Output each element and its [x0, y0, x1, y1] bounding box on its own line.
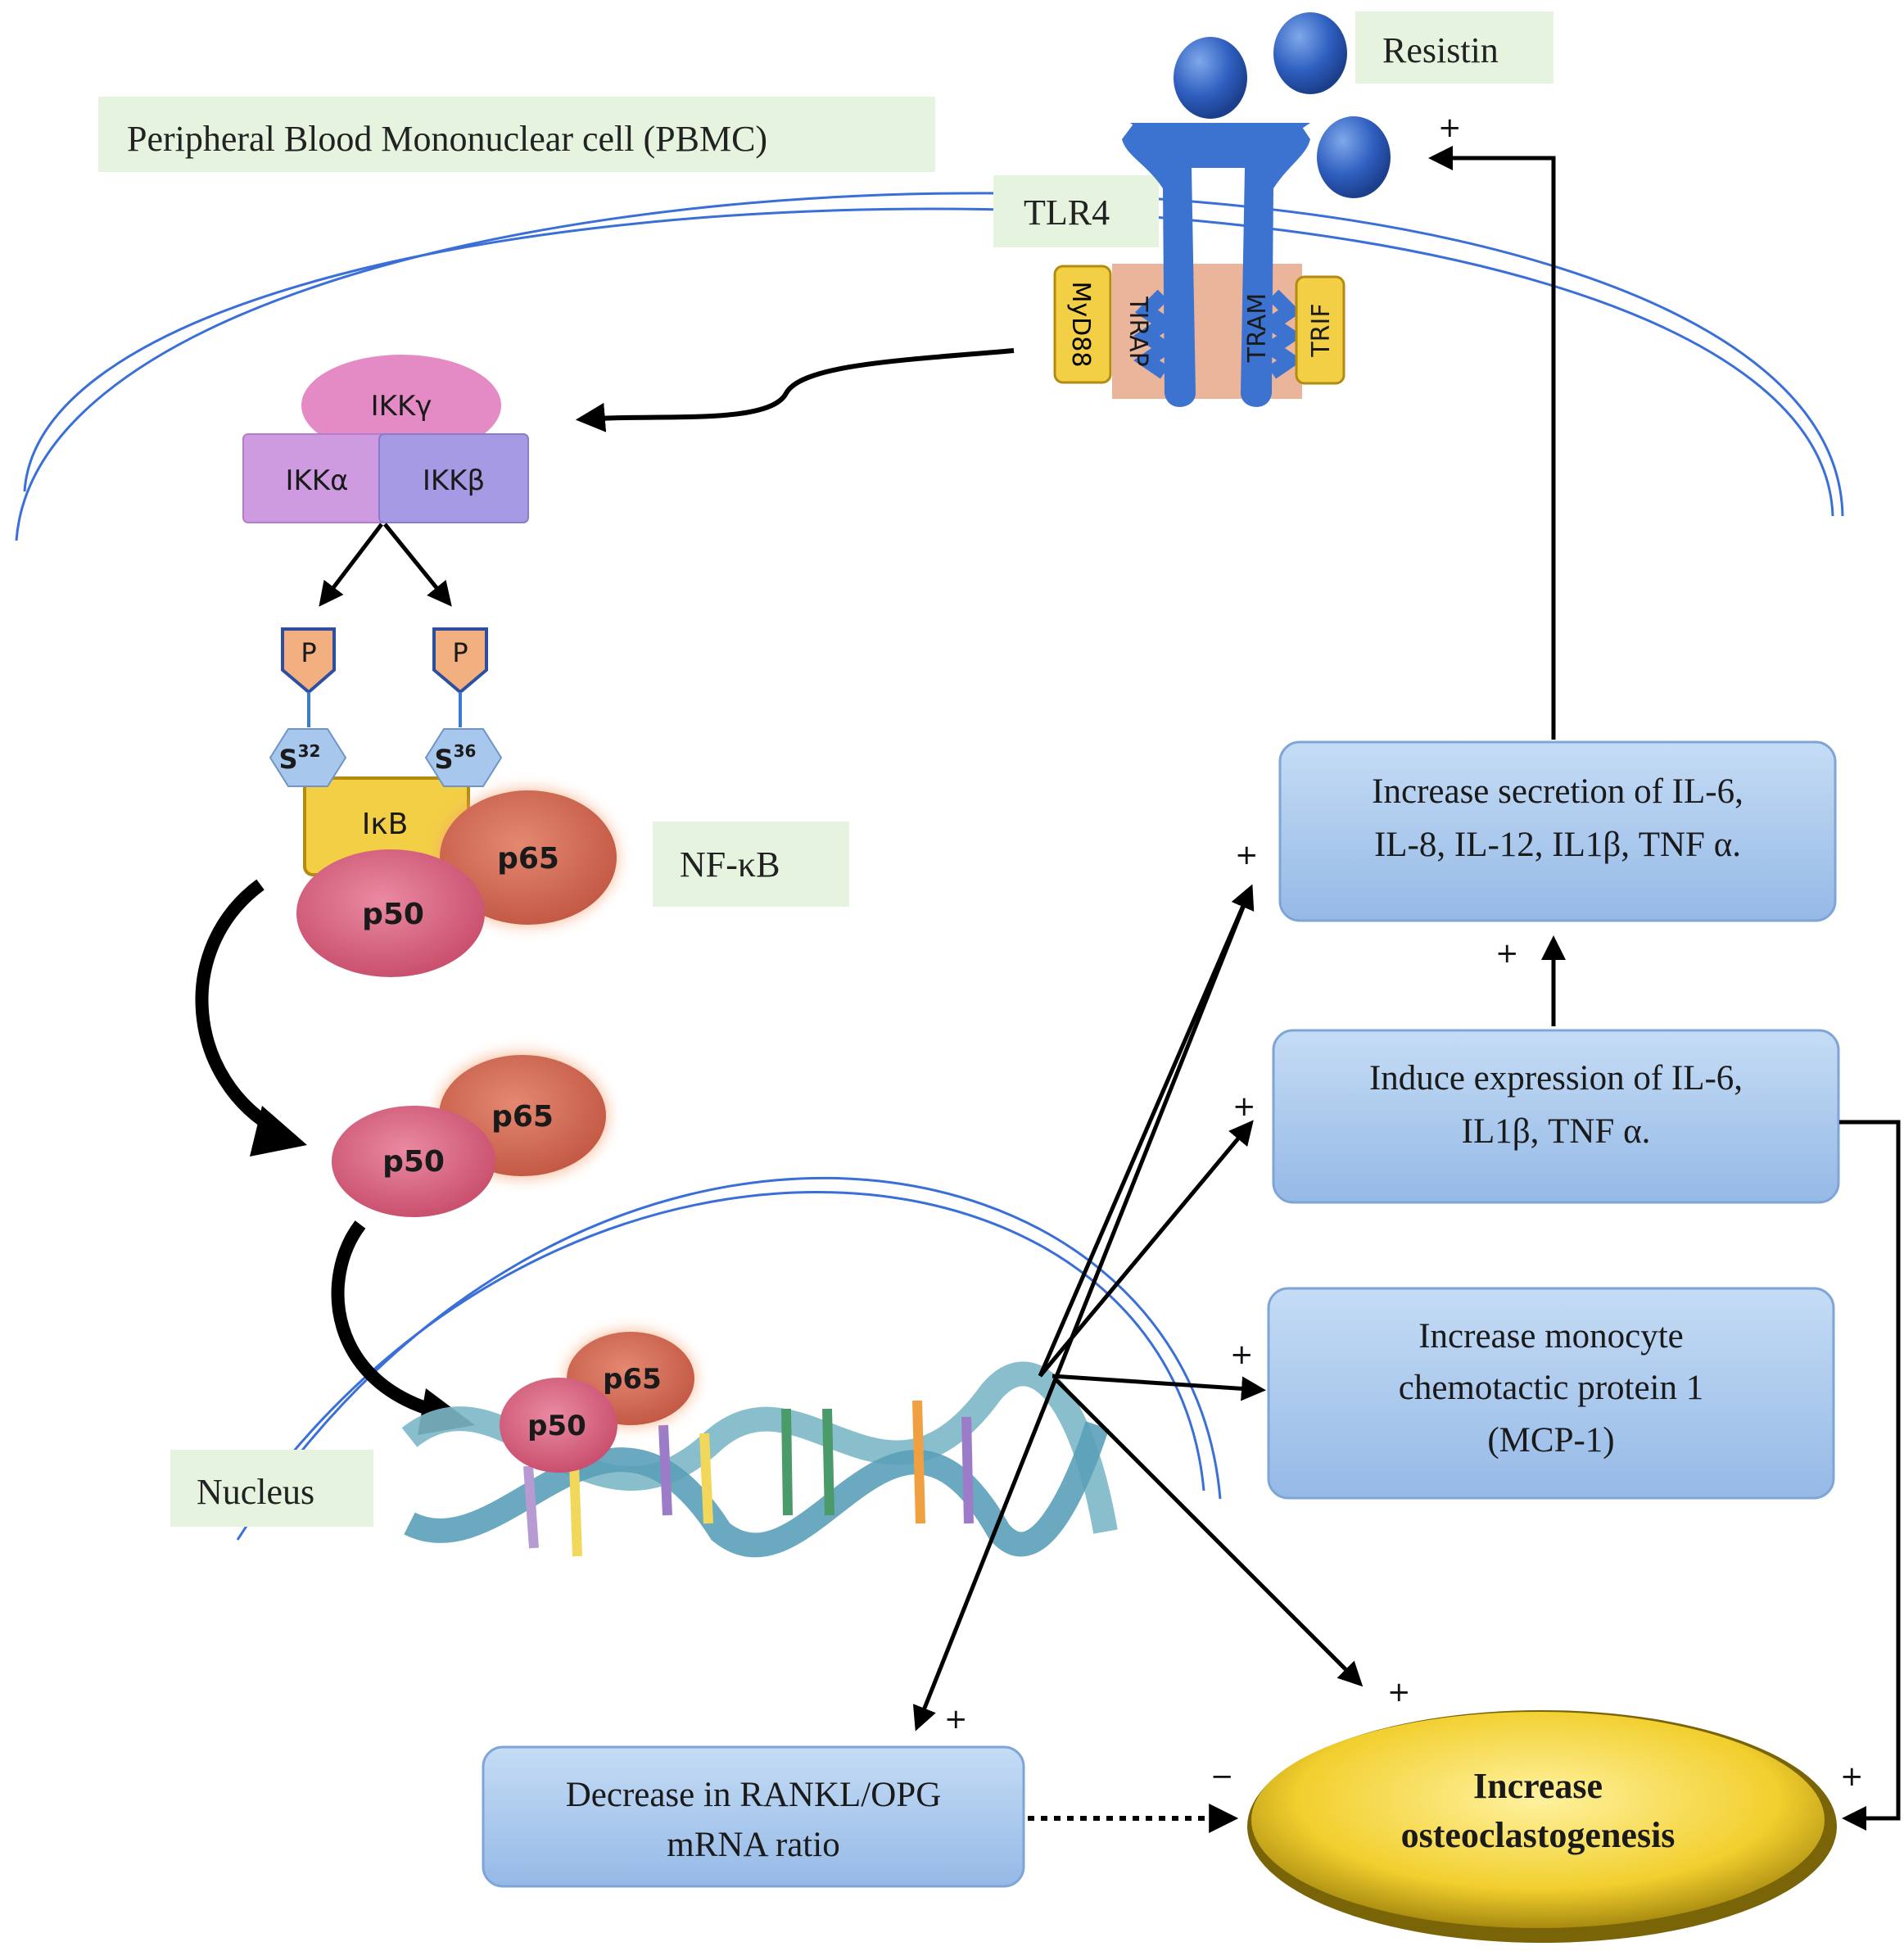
arrow-dna-to-rankl	[912, 892, 1251, 1731]
box-rankl-line1: Decrease in RANKL/OPG	[566, 1776, 942, 1814]
box-mcp: Increase monocyte chemotactic protein 1 …	[1267, 1287, 1835, 1500]
nuclear-membrane-inner	[260, 1191, 1205, 1492]
arrow-expression-to-osteo	[1839, 1120, 1901, 1831]
plus-expression: +	[1232, 1090, 1256, 1123]
tram-label: TRAM	[1243, 293, 1272, 363]
box-expression: Induce expression of IL-6, IL1β, TNF α.	[1272, 1029, 1840, 1204]
resistin-label: Resistin	[1355, 11, 1554, 84]
nucleus-label-text: Nucleus	[197, 1472, 314, 1512]
plus-mcp: +	[1230, 1338, 1254, 1371]
cell-membrane-inner	[23, 207, 1834, 517]
s36-label: S36	[435, 741, 477, 775]
nfkb-free: p65 p50	[332, 1052, 608, 1217]
p65-bound-label: p65	[497, 842, 559, 876]
trif-label: TRIF	[1307, 303, 1336, 357]
p65-dna-label: p65	[603, 1363, 662, 1396]
box-expression-line2: IL1β, TNF α.	[1462, 1112, 1651, 1151]
box-secretion-line1: Increase secretion of IL-6,	[1372, 772, 1743, 811]
phosphate-s32-label: P	[301, 637, 316, 668]
nfkb-on-dna: p65 p50	[500, 1329, 696, 1473]
phosphate-s36: P	[432, 627, 488, 727]
arrow-dna-to-secretion	[1038, 884, 1255, 1377]
arrow-secretion-to-resistin	[1428, 146, 1556, 740]
ikk-complex: IKKγ IKKα IKKβ	[242, 355, 529, 523]
box-expression-line1: Induce expression of IL-6,	[1369, 1059, 1743, 1098]
box-mcp-line1: Increase monocyte	[1418, 1317, 1684, 1356]
tlr4-label-text: TLR4	[1024, 192, 1110, 233]
trif-adaptor: TRIF	[1295, 275, 1345, 385]
tirap-label: TIRAP	[1124, 296, 1152, 366]
plus-secretion: +	[1235, 839, 1259, 871]
osteo-line2: osteoclastogenesis	[1401, 1815, 1676, 1855]
box-mcp-line3: (MCP-1)	[1487, 1421, 1614, 1460]
arrow-dna-to-mcp	[1051, 1374, 1266, 1401]
myd88-adaptor: MyD88	[1053, 265, 1112, 384]
plus-resistin: +	[1438, 111, 1462, 144]
resistin-molecules	[1174, 12, 1391, 198]
pbmc-label: Peripheral Blood Mononuclear cell (PBMC)	[98, 97, 935, 172]
box-rankl: Decrease in RANKL/OPG mRNA ratio	[482, 1745, 1025, 1888]
nucleus-label: Nucleus	[170, 1450, 373, 1527]
plus-expression-up: +	[1495, 937, 1519, 970]
arrow-dna-to-osteo	[1055, 1378, 1364, 1687]
pbmc-label-text: Peripheral Blood Mononuclear cell (PBMC)	[127, 119, 767, 159]
cell-membrane-outer	[15, 192, 1844, 541]
box-secretion-line2: IL-8, IL-12, IL1β, TNF α.	[1374, 826, 1741, 864]
ikk-beta-label: IKKβ	[423, 464, 485, 497]
phosphate-s36-label: P	[452, 637, 468, 668]
arrow-ikk-to-s36	[383, 523, 452, 607]
nfkb-label: NF-κB	[653, 822, 849, 907]
nfkb-bound: p65 p50	[296, 788, 618, 977]
s32-label: S32	[279, 741, 321, 775]
osteoclastogenesis-oval: Increase osteoclastogenesis	[1247, 1710, 1837, 1943]
p65-free-label: p65	[491, 1100, 554, 1134]
p50-free-label: p50	[382, 1145, 445, 1179]
ikk-gamma-label: IKKγ	[371, 390, 432, 423]
p50-dna-label: p50	[527, 1410, 586, 1442]
box-secretion: Increase secretion of IL-6, IL-8, IL-12,…	[1278, 740, 1837, 922]
myd88-label: MyD88	[1066, 282, 1095, 368]
ikb-complex: IκB S32 S36	[269, 728, 503, 876]
osteo-line1: Increase	[1473, 1766, 1603, 1806]
arrow-nfkb-release-head	[250, 1106, 307, 1157]
tlr4-label: TLR4	[993, 175, 1159, 247]
box-rankl-line2: mRNA ratio	[667, 1826, 839, 1864]
box-mcp-line2: chemotactic protein 1	[1399, 1369, 1704, 1407]
ikk-alpha-label: IKKα	[285, 464, 348, 497]
ikb-label: IκB	[362, 808, 409, 841]
arrow-receptor-to-ikk	[575, 348, 1015, 432]
nfkb-label-text: NF-κB	[680, 844, 780, 885]
plus-osteo-top: +	[1387, 1676, 1411, 1709]
arrow-nfkb-release	[195, 879, 282, 1137]
minus-osteo: −	[1210, 1760, 1234, 1793]
arrow-nfkb-to-nucleus	[331, 1220, 444, 1419]
tlr4-receptor	[1112, 123, 1310, 407]
resistin-label-text: Resistin	[1382, 30, 1499, 70]
plus-rankl: +	[944, 1703, 968, 1736]
plus-osteo-right: +	[1840, 1760, 1864, 1793]
p50-bound-label: p50	[362, 898, 424, 931]
phosphate-s32: P	[281, 627, 336, 727]
arrow-ikk-to-s32	[319, 523, 383, 607]
